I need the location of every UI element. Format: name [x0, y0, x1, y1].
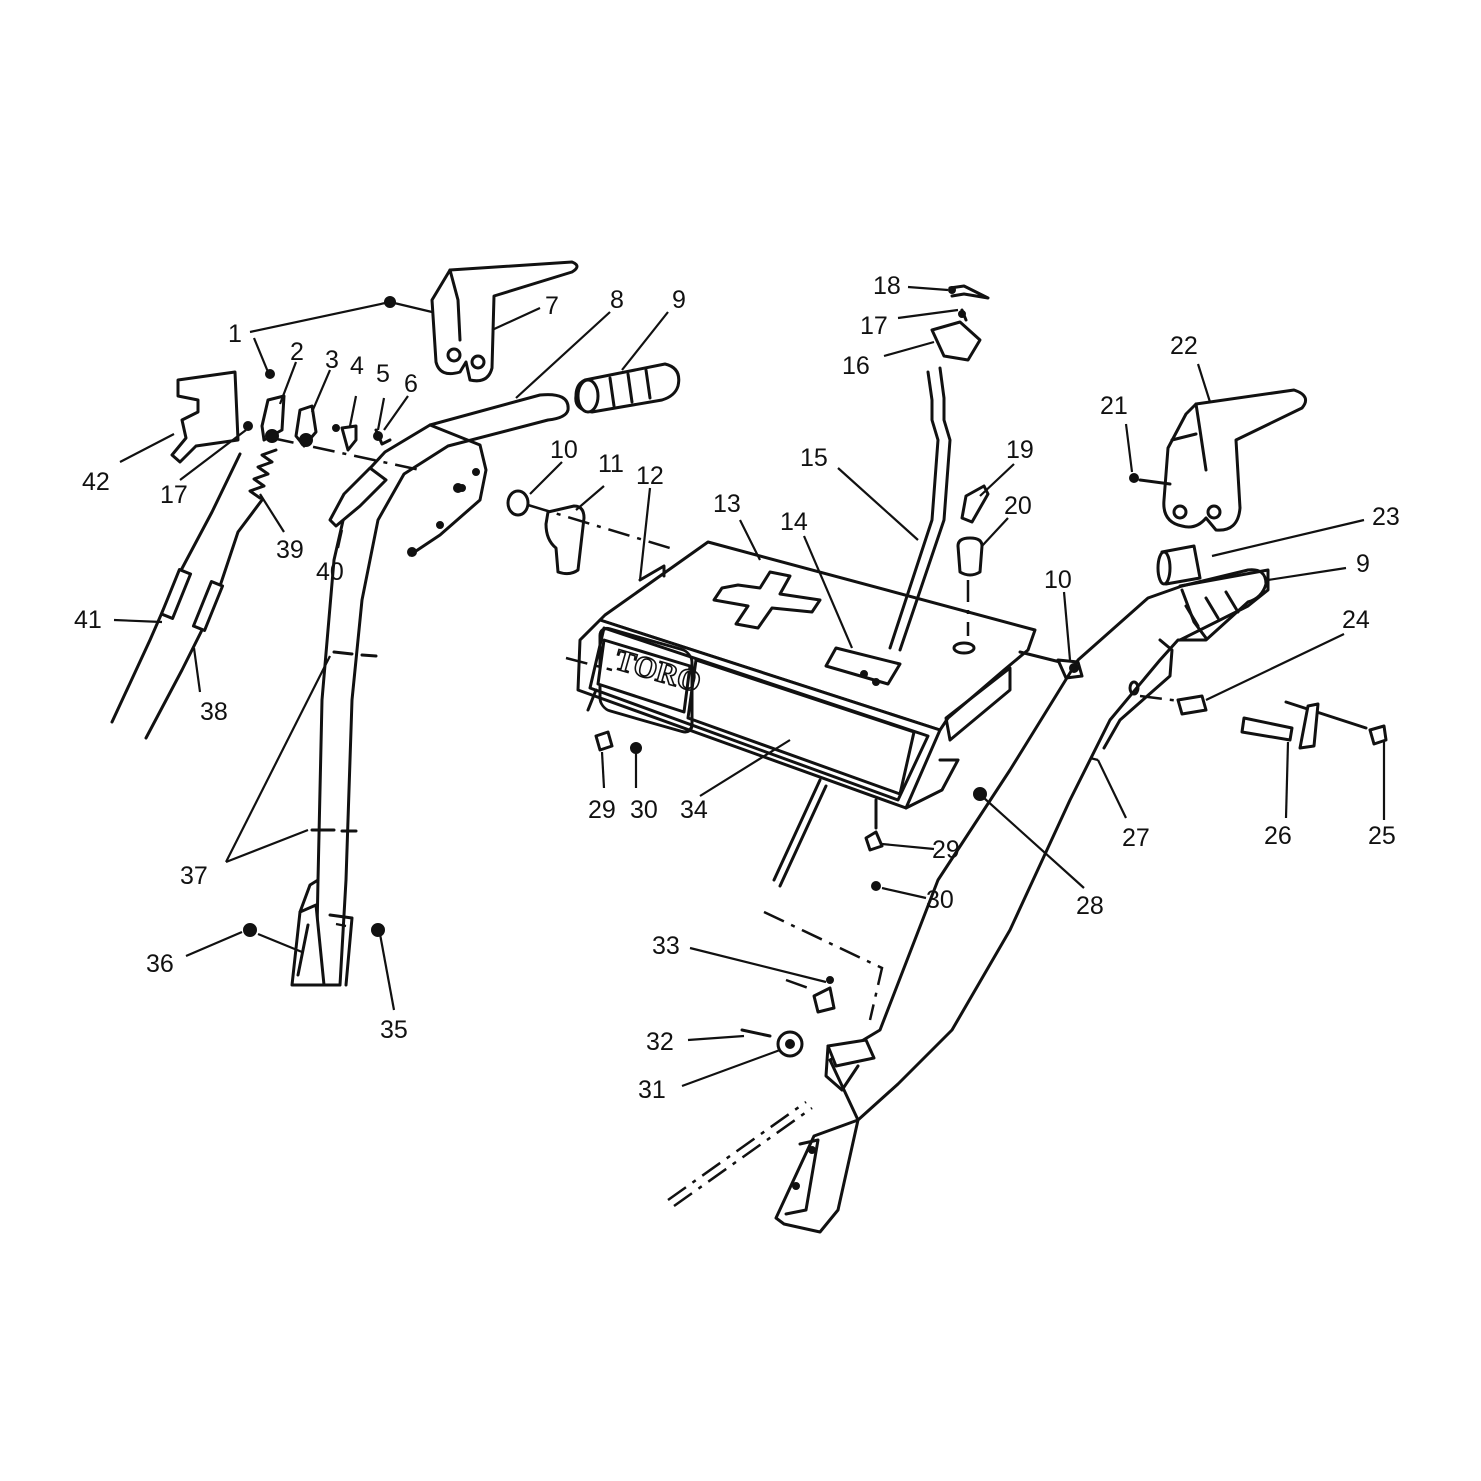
- callout-30-left: 30: [630, 796, 658, 824]
- callout-42: 42: [82, 468, 110, 496]
- callout-22: 22: [1170, 332, 1198, 360]
- callout-23: 23: [1372, 503, 1400, 531]
- lower-rod: [763, 778, 884, 1021]
- callout-7: 7: [545, 292, 559, 320]
- callout-28: 28: [1076, 892, 1104, 920]
- callout-12: 12: [636, 462, 664, 490]
- shift-knob: [930, 284, 990, 362]
- callout-19: 19: [1006, 436, 1034, 464]
- leader-lines: [113, 285, 1386, 1088]
- fasteners-right: [864, 787, 987, 891]
- right-shaft: [1018, 650, 1084, 680]
- callout-26: 26: [1264, 822, 1292, 850]
- callout-21: 21: [1100, 392, 1128, 420]
- spacer: [1156, 544, 1202, 586]
- callout-3: 3: [325, 346, 339, 374]
- callout-labels: 1 2 3 4 5 6 7 8 9 10 11 12 13 14 15 16 1…: [74, 272, 1400, 1104]
- callout-10-left: 10: [550, 436, 578, 464]
- callout-9-left: 9: [672, 286, 686, 314]
- callout-34: 34: [680, 796, 708, 824]
- callout-17-left: 17: [160, 481, 188, 509]
- left-grip: [574, 362, 681, 414]
- left-pivot-parts: [458, 484, 671, 576]
- callout-31: 31: [638, 1076, 666, 1104]
- callout-17-top: 17: [860, 312, 888, 340]
- left-handle: [290, 393, 570, 987]
- callout-25: 25: [1368, 822, 1396, 850]
- callout-18: 18: [873, 272, 901, 300]
- right-handle: [774, 568, 1270, 1234]
- callout-40: 40: [316, 558, 344, 586]
- callout-37: 37: [180, 862, 208, 890]
- callout-20: 20: [1004, 492, 1032, 520]
- callout-32: 32: [646, 1028, 674, 1056]
- callout-27: 27: [1122, 824, 1150, 852]
- spring: [248, 448, 278, 500]
- callout-2: 2: [290, 338, 304, 366]
- callout-29-left: 29: [588, 796, 616, 824]
- spring-bracket: [328, 466, 388, 528]
- callout-5: 5: [376, 360, 390, 388]
- callout-1: 1: [228, 320, 242, 348]
- linkage-parts: [243, 394, 421, 472]
- callout-30-right: 30: [926, 886, 954, 914]
- callout-29-right: 29: [932, 836, 960, 864]
- callout-6: 6: [404, 370, 418, 398]
- callout-36: 36: [146, 950, 174, 978]
- callout-8: 8: [610, 286, 624, 314]
- callout-15: 15: [800, 444, 828, 472]
- bail-bracket-right: [1129, 388, 1308, 532]
- callout-41: 41: [74, 606, 102, 634]
- callout-16: 16: [842, 352, 870, 380]
- callout-35: 35: [380, 1016, 408, 1044]
- bail-bracket-left: [430, 260, 579, 383]
- handle-clamps: [310, 650, 378, 833]
- callout-11: 11: [598, 450, 624, 478]
- shift-lever: [888, 366, 952, 652]
- callout-24: 24: [1342, 606, 1370, 634]
- callout-38: 38: [200, 698, 228, 726]
- control-cables: [110, 452, 264, 740]
- callout-39: 39: [276, 536, 304, 564]
- callout-14: 14: [780, 508, 808, 536]
- callout-9-right: 9: [1356, 550, 1370, 578]
- callout-13: 13: [713, 490, 741, 518]
- lower-right-parts: [667, 976, 876, 1208]
- control-panel: TORO: [565, 540, 1037, 830]
- callout-33: 33: [652, 932, 680, 960]
- callout-10-right: 10: [1044, 566, 1072, 594]
- right-hardware: [1139, 694, 1388, 750]
- fasteners-left: [594, 730, 642, 754]
- callout-4: 4: [350, 352, 364, 380]
- mounting-plate: [170, 370, 240, 464]
